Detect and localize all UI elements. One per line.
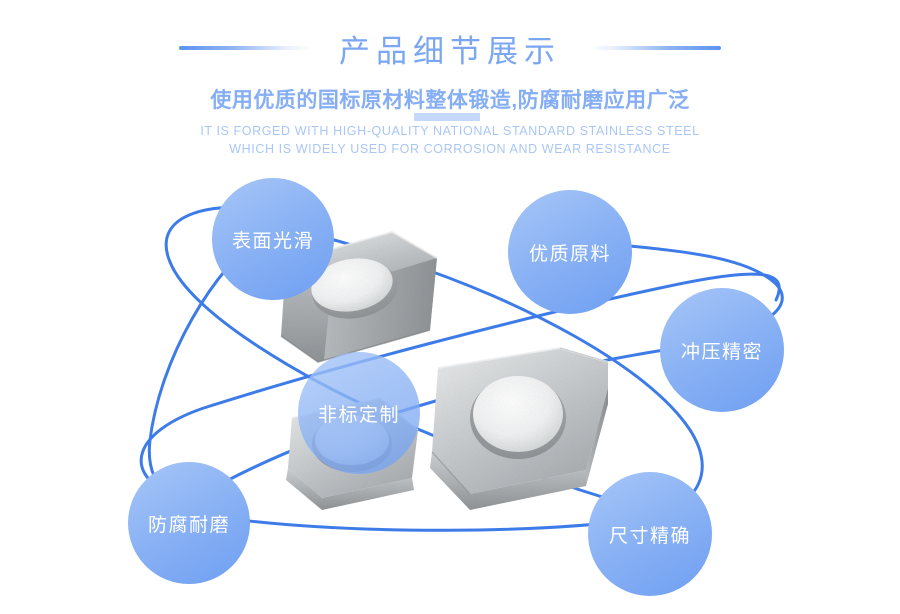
connector-curve-5: [270, 224, 704, 518]
subtitle-accent-bar: [414, 113, 480, 121]
badge-label: 防腐耐磨: [147, 514, 230, 536]
badge-label: 表面光滑: [231, 230, 314, 252]
subtitle-chinese: 使用优质的国标原材料整体锻造,防腐耐磨应用广泛: [210, 89, 690, 112]
badge-label: 尺寸精确: [608, 525, 691, 547]
title-rule-right: [587, 46, 721, 50]
badge-label: 冲压精密: [680, 341, 763, 363]
badge-smooth-surface[interactable]: 表面光滑: [212, 178, 334, 300]
badge-corrosion-resistant[interactable]: 防腐耐磨: [128, 462, 250, 584]
page-title: 产品细节展示: [339, 33, 561, 69]
badge-custom-nonstandard[interactable]: 非标定制: [298, 352, 420, 474]
title-row: 产品细节展示: [0, 26, 900, 70]
product-square-taper-washer-large: [430, 346, 609, 510]
badge-quality-material[interactable]: 优质原料: [508, 190, 632, 314]
subtitle-english-line-2: WHICH IS WIDELY USED FOR CORROSION AND W…: [229, 142, 671, 156]
connector-curve-1: [164, 205, 702, 522]
connector-curve-2: [139, 272, 781, 502]
badge-label: 优质原料: [528, 243, 611, 265]
banner-header: 产品细节展示 使用优质的国标原材料整体锻造,防腐耐磨应用广泛 IT IS FOR…: [0, 0, 900, 170]
badge-precision-stamping[interactable]: 冲压精密: [660, 288, 784, 412]
title-rule-left: [179, 46, 313, 50]
badge-label: 非标定制: [317, 404, 400, 426]
badge-accurate-dimension[interactable]: 尺寸精确: [588, 472, 712, 596]
subtitle-english-line-1: IT IS FORGED WITH HIGH-QUALITY NATIONAL …: [200, 124, 700, 138]
